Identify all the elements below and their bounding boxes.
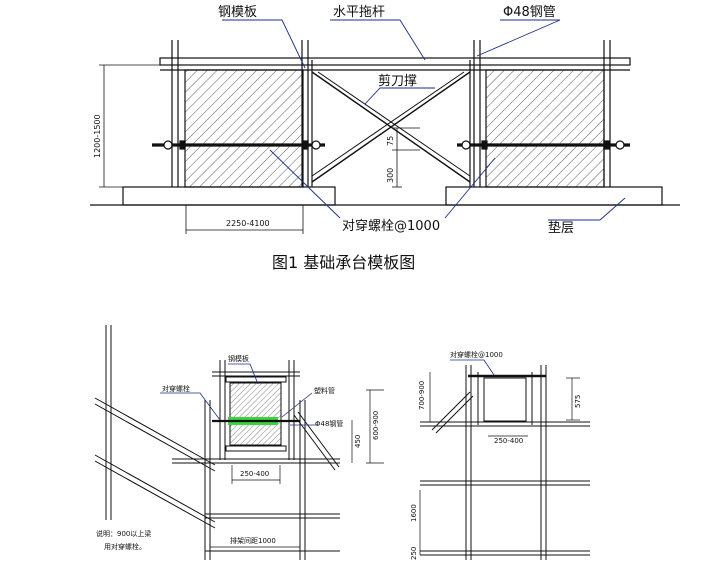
fig3-dim-575: 575 xyxy=(574,395,582,408)
figure3-leaders xyxy=(450,359,495,376)
scissor-brace-b xyxy=(311,71,471,183)
label-steel-pipe: Φ48钢管 xyxy=(503,5,556,20)
figure3-text: 对穿螺栓@1000 700-900 575 250-400 1600 250 xyxy=(410,350,582,560)
fig3-beam-formwork xyxy=(483,377,527,422)
label-steel-formwork: 钢模板 xyxy=(218,5,257,20)
figure2-text: 钢模板 对穿螺栓 塑料管 Φ48钢管 600-900 450 250-400 排… xyxy=(96,354,380,551)
fig2-dim-450: 450 xyxy=(354,435,362,448)
dim-height: 1200-1500 xyxy=(93,114,102,158)
label-cushion: 垫层 xyxy=(548,220,574,236)
figure1-pile-cap-formwork xyxy=(90,40,680,234)
fig3-label-tie-bolt: 对穿螺栓@1000 xyxy=(450,350,503,359)
cushion-left xyxy=(122,186,336,206)
fig3-dim-1600: 1600 xyxy=(410,504,418,522)
figure2-leaders xyxy=(160,363,318,426)
fig2-note-line2: 用对穿螺栓。 xyxy=(104,542,146,551)
fig2-dim-250-400: 250-400 xyxy=(240,470,269,478)
fig2-dim-rack-spacing: 排架间距1000 xyxy=(230,536,276,545)
fig2-label-tie-bolt: 对穿螺栓 xyxy=(162,384,190,393)
figure2-beam-formwork xyxy=(94,325,384,560)
beam-formwork xyxy=(229,382,282,446)
label-scissor-brace: 剪刀撑 xyxy=(378,73,417,89)
fig3-dim-250: 250 xyxy=(410,547,418,560)
cushion-right xyxy=(445,186,663,206)
figure3-beam-support xyxy=(419,365,590,560)
fig3-dim-250-400: 250-400 xyxy=(494,437,523,445)
formwork-left xyxy=(184,69,304,188)
dim-300: 300 xyxy=(386,168,395,183)
formwork-right xyxy=(485,69,605,188)
dim-75: 75 xyxy=(386,136,395,146)
figure1-caption: 图1 基础承台模板图 xyxy=(272,253,415,272)
label-horizontal-bar: 水平拖杆 xyxy=(333,5,385,20)
fig2-label-steel-pipe: Φ48钢管 xyxy=(315,419,343,428)
label-tie-bolt: 对穿螺栓@1000 xyxy=(342,218,440,234)
horizontal-bar xyxy=(159,57,631,66)
fig2-note-line1: 说明：900以上梁 xyxy=(96,529,151,538)
dim-span: 2250-4100 xyxy=(226,219,270,228)
fig2-label-plastic-pipe: 塑料管 xyxy=(314,386,335,395)
fig2-dim-600-900: 600-900 xyxy=(372,411,380,440)
figure1-text: 钢模板 水平拖杆 Φ48钢管 剪刀撑 对穿螺栓@1000 垫层 1200-150… xyxy=(93,5,574,272)
fig3-dim-700-900: 700-900 xyxy=(418,381,426,410)
fig2-label-steel-formwork: 钢模板 xyxy=(228,354,249,363)
figure1-leaders xyxy=(222,19,626,221)
